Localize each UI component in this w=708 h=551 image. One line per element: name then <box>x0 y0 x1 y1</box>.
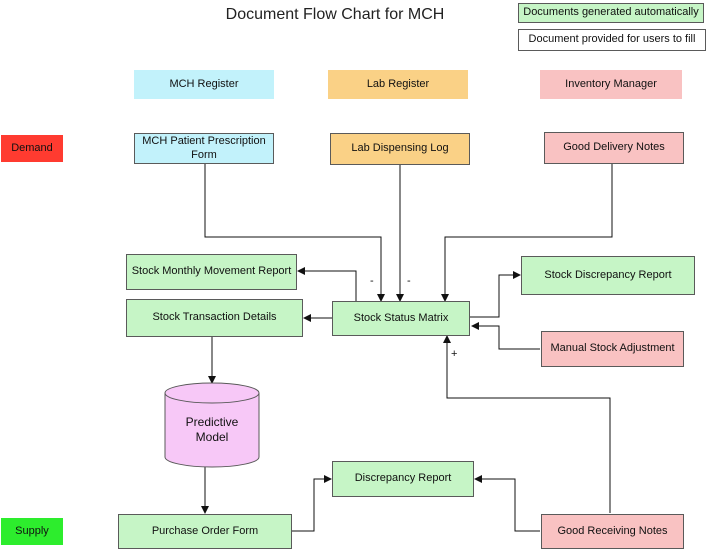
connector-receiving-to-matrix <box>443 335 611 513</box>
header-mch-register: MCH Register <box>134 70 274 99</box>
connector-matrix-to-monthly <box>297 267 357 301</box>
header-inventory-manager: Inventory Manager <box>540 70 682 99</box>
stock-monthly-movement-report: Stock Monthly Movement Report <box>126 254 297 290</box>
demand-label: Demand <box>1 135 63 162</box>
stock-discrepancy-report: Stock Discrepancy Report <box>521 256 695 295</box>
manual-stock-adjustment: Manual Stock Adjustment <box>541 331 684 367</box>
purchase-order-form: Purchase Order Form <box>118 514 292 549</box>
stock-status-matrix: Stock Status Matrix <box>332 301 470 336</box>
supply-label: Supply <box>1 518 63 545</box>
connector-order-to-discrepancy <box>292 475 332 532</box>
connector-mch-to-matrix <box>204 164 385 302</box>
predictive-model-label: Predictive Model <box>185 415 239 444</box>
good-delivery-notes: Good Delivery Notes <box>544 132 684 164</box>
legend-user-filled: Document provided for users to fill <box>518 29 706 51</box>
plus-sign-receiving: + <box>451 348 458 360</box>
header-lab-register: Lab Register <box>328 70 468 99</box>
connector-matrix-to-discrepancy <box>470 271 521 318</box>
lab-dispensing-log: Lab Dispensing Log <box>330 133 470 165</box>
minus-sign-mch: - <box>370 275 374 287</box>
predictive-model-cylinder <box>164 382 260 468</box>
connector-receiving-to-discrepancy <box>474 475 540 532</box>
stock-transaction-details: Stock Transaction Details <box>126 299 303 337</box>
good-receiving-notes: Good Receiving Notes <box>541 514 684 549</box>
discrepancy-report: Discrepancy Report <box>332 461 474 497</box>
connector-delivery-to-matrix <box>441 164 613 302</box>
connector-adjustment-to-matrix <box>471 322 540 350</box>
diagram-title: Document Flow Chart for MCH <box>225 6 445 23</box>
mch-patient-prescription-form: MCH Patient Prescription Form <box>134 133 274 164</box>
legend-auto-generated: Documents generated automatically <box>518 3 704 23</box>
minus-sign-lab: - <box>407 275 411 287</box>
